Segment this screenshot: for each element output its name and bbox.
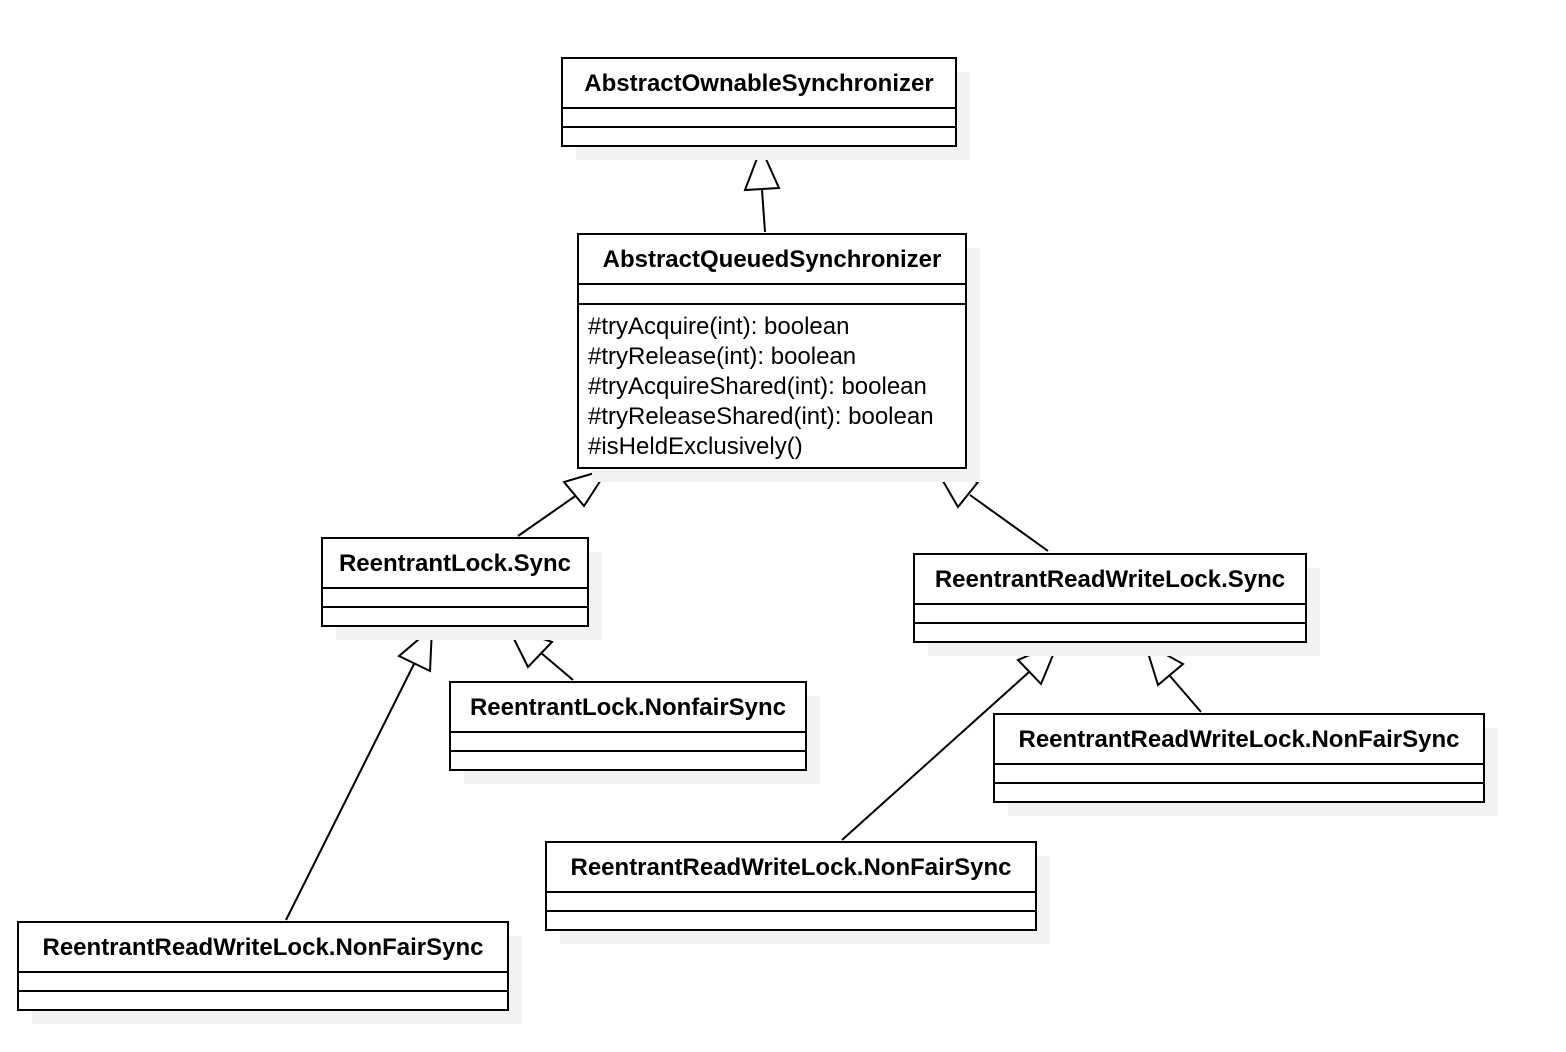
class-name: ReentrantReadWriteLock.NonFairSync bbox=[571, 854, 1012, 881]
class-name: ReentrantReadWriteLock.NonFairSync bbox=[1019, 726, 1460, 753]
class-reentrant-read-write-lock-nonfair-sync-middle[interactable]: ReentrantReadWriteLock.NonFairSync bbox=[545, 841, 1050, 944]
class-reentrant-lock-nonfair-sync[interactable]: ReentrantLock.NonfairSync bbox=[449, 681, 820, 784]
method-is-held-exclusively: #isHeldExclusively() bbox=[588, 433, 803, 460]
class-abstract-queued-synchronizer[interactable]: AbstractQueuedSynchronizer #tryAcquire(i… bbox=[577, 233, 980, 482]
class-name: ReentrantReadWriteLock.Sync bbox=[935, 566, 1285, 593]
class-abstract-ownable-synchronizer[interactable]: AbstractOwnableSynchronizer bbox=[561, 57, 970, 160]
class-reentrant-read-write-lock-nonfair-sync-right[interactable]: ReentrantReadWriteLock.NonFairSync bbox=[993, 713, 1498, 816]
generalization-arrowhead bbox=[743, 145, 781, 192]
class-name: ReentrantLock.Sync bbox=[339, 550, 571, 577]
method-try-release-shared: #tryReleaseShared(int): boolean bbox=[588, 403, 934, 430]
edge-aqs-to-aos bbox=[743, 145, 781, 233]
method-try-release: #tryRelease(int): boolean bbox=[588, 343, 856, 370]
class-name: ReentrantReadWriteLock.NonFairSync bbox=[43, 934, 484, 961]
class-reentrant-lock-sync[interactable]: ReentrantLock.Sync bbox=[321, 537, 602, 640]
class-name: AbstractQueuedSynchronizer bbox=[603, 246, 942, 273]
class-reentrant-read-write-lock-nonfair-sync-left[interactable]: ReentrantReadWriteLock.NonFairSync bbox=[17, 921, 522, 1024]
class-reentrant-read-write-lock-sync[interactable]: ReentrantReadWriteLock.Sync bbox=[913, 553, 1320, 656]
method-try-acquire: #tryAcquire(int): boolean bbox=[588, 313, 849, 340]
edge-rrwc-to-rls bbox=[285, 625, 434, 921]
method-try-acquire-shared: #tryAcquireShared(int): boolean bbox=[588, 373, 927, 400]
class-name: AbstractOwnableSynchronizer bbox=[584, 70, 933, 97]
class-name: ReentrantLock.NonfairSync bbox=[470, 694, 786, 721]
